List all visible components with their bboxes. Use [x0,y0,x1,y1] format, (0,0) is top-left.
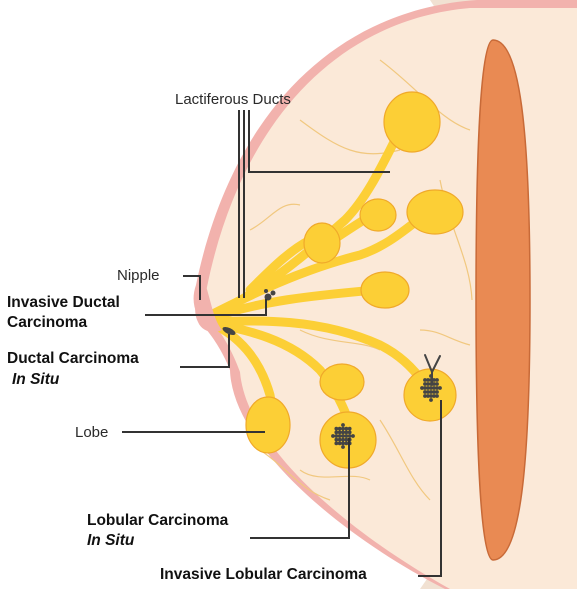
label-lcis-line2: In Situ [87,532,134,550]
label-lcis-line1: Lobular Carcinoma [87,512,228,530]
lcis-tumor-cell [341,445,345,449]
lcis-tumor-cell [348,430,352,434]
lcis-tumor-cell [344,430,348,434]
lobule [384,92,440,152]
ilc-tumor-cell [438,386,442,390]
lcis-tumor-cell [331,434,335,438]
lcis-tumor-cell [341,427,345,431]
lcis-tumor-cell [334,430,338,434]
lcis-tumor-cell [344,434,348,438]
lcis-tumor-cell [334,434,338,438]
lcis-tumor-cell [334,427,338,431]
label-lactiferous-ducts: Lactiferous Ducts [175,91,291,109]
lobule [407,190,463,234]
lcis-tumor-cell [341,434,345,438]
lcis-tumor-cell [338,438,342,442]
ilc-tumor-cell [435,390,439,394]
ilc-tumor-cell [435,378,439,382]
ilc-tumor-cell [429,398,433,402]
lcis-tumor-cell [338,434,342,438]
label-nipple: Nipple [117,267,160,285]
label-dcis-line2: In Situ [12,371,59,389]
label-lobe: Lobe [75,424,108,442]
lcis-tumor-cell [341,438,345,442]
lobule [304,223,340,263]
lcis-tumor-cell [344,427,348,431]
lcis-tumor-cell [341,441,345,445]
lcis-tumor-cell [334,441,338,445]
lcis-tumor-cell [338,427,342,431]
idc-tumor [264,289,268,293]
label-dcis-line1: Ductal Carcinoma [7,350,139,368]
lobule [246,397,290,453]
lcis-tumor-cell [344,438,348,442]
label-ilc: Invasive Lobular Carcinoma [160,566,367,584]
lobule [360,199,396,231]
pectoral-muscle [476,40,530,560]
lcis-tumor-cell [334,438,338,442]
lcis-tumor-cell [338,441,342,445]
lcis-tumor-cell [348,427,352,431]
ilc-tumor-cell [435,382,439,386]
lobule [320,364,364,400]
label-idc-line1: Invasive Ductal [7,294,120,312]
lcis-tumor-cell [341,423,345,427]
ilc-tumor-cell [435,394,439,398]
lcis-tumor-cell [344,441,348,445]
label-idc-line2: Carcinoma [7,314,87,332]
lcis-tumor-cell [348,434,352,438]
lcis-tumor-cell [338,430,342,434]
lcis-tumor-cell [341,430,345,434]
idc-tumor [271,291,276,296]
lcis-tumor-cell [351,434,355,438]
lobule [361,272,409,308]
